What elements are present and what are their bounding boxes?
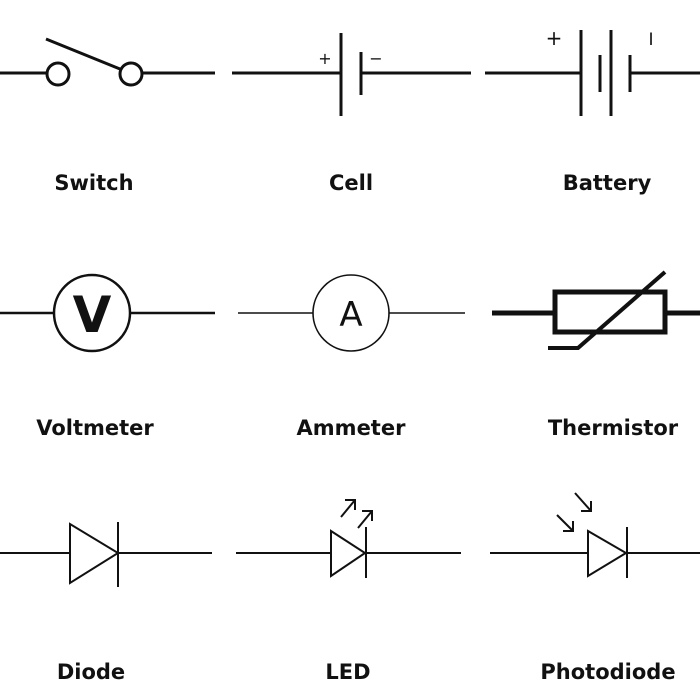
led-emission-arrows (340, 499, 373, 529)
thermistor-symbol (492, 270, 700, 350)
photodiode-triangle (587, 529, 628, 578)
photodiode-arrow-2-shaft (556, 514, 574, 532)
photodiode-arrow-1-head (581, 501, 592, 512)
ammeter-symbol: A (238, 274, 465, 352)
led-label: LED (325, 660, 371, 684)
diode-label: Diode (56, 660, 126, 684)
cell-label: Cell (328, 171, 374, 195)
photodiode-arrow-2-head (563, 521, 574, 532)
diode-triangle (69, 522, 120, 585)
thermistor-label: Thermistor (547, 416, 679, 440)
switch-contact-left (45, 61, 71, 87)
thermistor-body (552, 289, 668, 335)
photodiode-label: Photodiode (540, 660, 676, 684)
switch-lever (45, 37, 121, 71)
battery-minus-sign: I (648, 30, 653, 50)
led-arrow-1-shaft (340, 499, 356, 518)
led-arrow-1-head (345, 499, 356, 510)
cell-minus-sign: − (369, 49, 382, 68)
photodiode-arrow-1-shaft (574, 492, 592, 512)
switch-symbol (0, 37, 215, 87)
switch-label: Switch (54, 171, 134, 195)
led-arrow-2-shaft (357, 510, 373, 529)
led-symbol (236, 499, 461, 578)
led-arrow-2-head (362, 510, 373, 521)
cell-symbol: + − (232, 33, 471, 116)
voltmeter-symbol: V (0, 273, 215, 353)
photodiode-symbol (490, 492, 700, 578)
voltmeter-label: Voltmeter (36, 416, 154, 440)
diode-symbol (0, 522, 212, 587)
thermistor-slash (548, 270, 667, 350)
battery-symbol: + I (485, 26, 700, 116)
voltmeter-letter: V (73, 286, 112, 344)
led-triangle (330, 529, 367, 578)
cell-plus-sign: + (318, 49, 331, 68)
photodiode-incoming-arrows (556, 492, 592, 532)
ammeter-letter: A (339, 295, 362, 335)
battery-plus-sign: + (546, 26, 563, 50)
switch-contact-right (118, 61, 144, 87)
battery-label: Battery (562, 171, 652, 195)
ammeter-label: Ammeter (296, 416, 406, 440)
